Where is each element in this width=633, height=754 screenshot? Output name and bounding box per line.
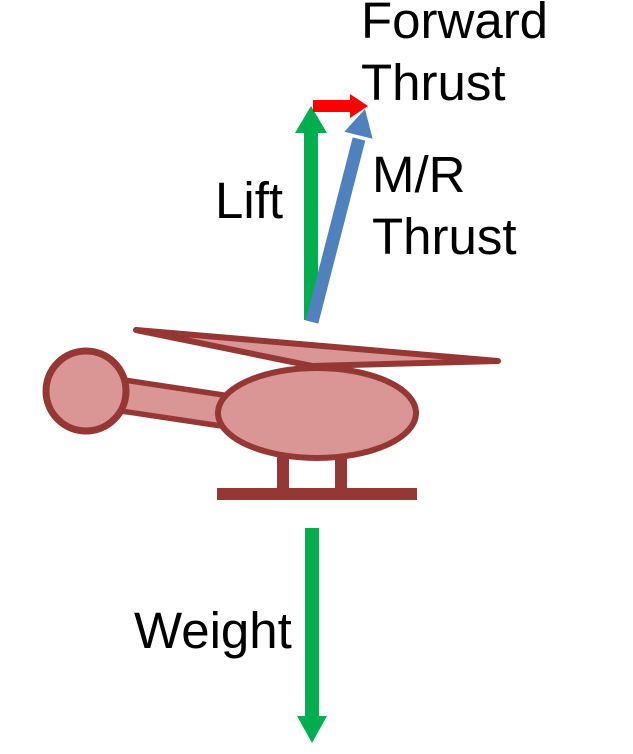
- landing-skid: [217, 488, 417, 500]
- fuselage: [215, 365, 419, 461]
- weight-arrowhead-icon: [297, 716, 327, 743]
- forward-thrust-arrowhead-icon: [350, 94, 368, 118]
- lift-label: Lift: [215, 172, 284, 229]
- tail-boom: [118, 377, 233, 430]
- mr-thrust-arrow-shaft: [305, 137, 366, 324]
- main-rotor-blades: [133, 327, 501, 369]
- forward-thrust-label: Forward Thrust: [361, 0, 549, 111]
- weight-label: Weight: [134, 602, 292, 659]
- force-arrows: [295, 94, 373, 743]
- mr-thrust-arrowhead-icon: [344, 109, 373, 139]
- tail-rotor-hub: [42, 347, 130, 435]
- lift-arrowhead-icon: [295, 106, 327, 133]
- mr-thrust-label: M/R Thrust: [372, 146, 517, 265]
- helicopter: [42, 327, 501, 500]
